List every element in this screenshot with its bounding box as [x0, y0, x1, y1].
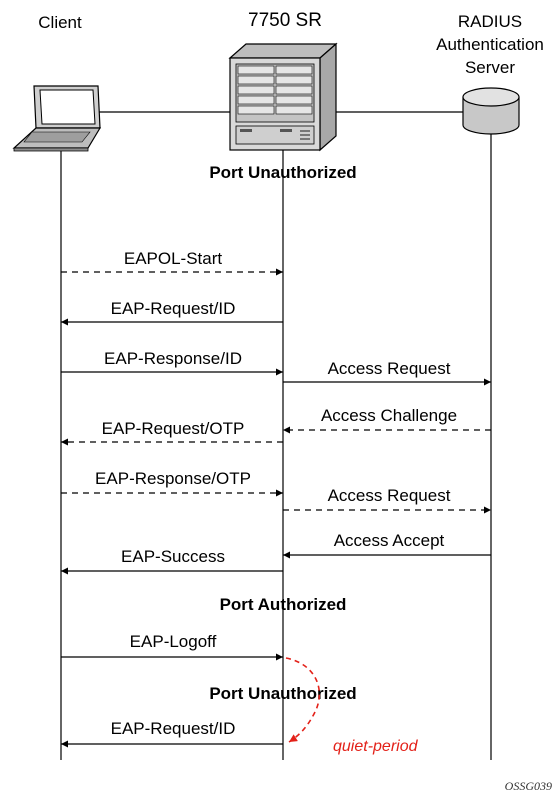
label-eap-request-id-1: EAP-Request/ID — [111, 299, 236, 318]
radius-title-line-2: Authentication — [436, 35, 544, 54]
radius-title: RADIUS Authentication Server — [420, 10, 557, 79]
quiet-period-curve — [285, 657, 321, 743]
router-title: 7750 SR — [248, 10, 322, 31]
router-icon — [228, 42, 338, 152]
database-icon — [462, 87, 520, 135]
state-port-authorized: Port Authorized — [220, 595, 347, 614]
label-access-request-2: Access Request — [328, 486, 451, 505]
radius-title-line-3: Server — [464, 58, 516, 77]
client-title: Client — [38, 13, 82, 32]
laptop-icon — [12, 85, 102, 152]
label-access-request-1: Access Request — [328, 359, 451, 378]
label-access-challenge: Access Challenge — [321, 406, 457, 425]
label-eapol-start: EAPOL-Start — [124, 249, 223, 268]
state-port-unauthorized-1: Port Unauthorized — [209, 163, 356, 182]
label-eap-response-id: EAP-Response/ID — [104, 349, 242, 368]
label-eap-logoff: EAP-Logoff — [130, 632, 217, 651]
radius-title-line-1: RADIUS — [457, 12, 523, 31]
figure-id: OSSG039 — [505, 779, 552, 793]
label-eap-request-id-2: EAP-Request/ID — [111, 719, 236, 738]
label-quiet-period: quiet-period — [333, 738, 419, 755]
state-port-unauthorized-2: Port Unauthorized — [209, 684, 356, 703]
label-access-accept: Access Accept — [334, 531, 445, 550]
label-eap-response-otp: EAP-Response/OTP — [95, 469, 251, 488]
label-eap-request-otp: EAP-Request/OTP — [102, 419, 245, 438]
label-eap-success: EAP-Success — [121, 547, 225, 566]
